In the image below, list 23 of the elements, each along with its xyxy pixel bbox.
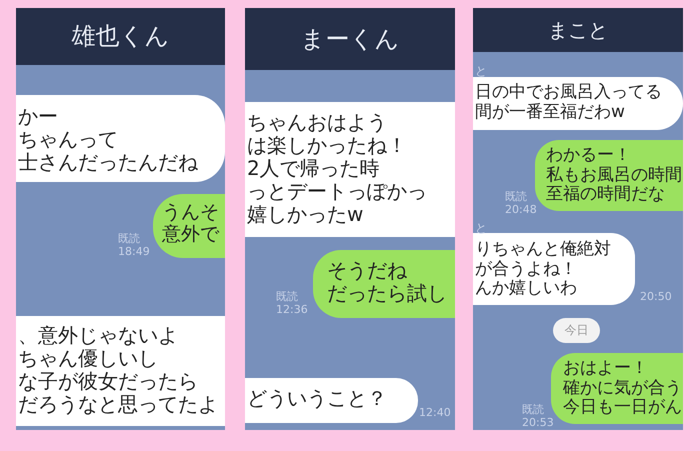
received-message-bubble: りちゃんと俺絶対が合うよね！んか嬉しいわ (473, 233, 635, 305)
timestamp: 既読 20:48 (505, 190, 537, 216)
received-message-bubble: かーちゃんって士さんだったんだね (16, 95, 225, 182)
timestamp: 既読 12:36 (276, 290, 308, 316)
chat-screen (245, 8, 455, 430)
timestamp: 既読 18:49 (118, 232, 150, 258)
date-pill: 今日 (553, 318, 600, 343)
sender-name: と (475, 63, 487, 80)
received-message-bubble: 日の中でお風呂入ってる間が一番至福だわw (473, 77, 683, 130)
timestamp: 既読 20:53 (522, 403, 554, 429)
sent-message-bubble: そうだねだったら試し (313, 250, 455, 318)
contact-name: 雄也くん (70, 22, 170, 51)
chat-screen (473, 8, 683, 430)
contact-name: まこと (547, 18, 609, 42)
chat-screen (16, 8, 225, 430)
sent-message-bubble: うんそ意外で (153, 194, 225, 258)
contact-name: まーくん (300, 24, 400, 54)
timestamp: 20:50 (640, 290, 672, 303)
received-message-bubble: どういうこと？ (245, 378, 418, 423)
received-message-bubble: ちゃんおはようは楽しかったね！2人で帰った時っとデートっぽかっ嬉しかったw (245, 102, 455, 237)
received-message-bubble: 、意外じゃないよちゃん優しいしな子が彼女だったらだろうなと思ってたよ (16, 316, 225, 426)
timestamp: 12:40 (419, 406, 451, 419)
sent-message-bubble: わかるー！私もお風呂の時間至福の時間だな (535, 140, 683, 211)
